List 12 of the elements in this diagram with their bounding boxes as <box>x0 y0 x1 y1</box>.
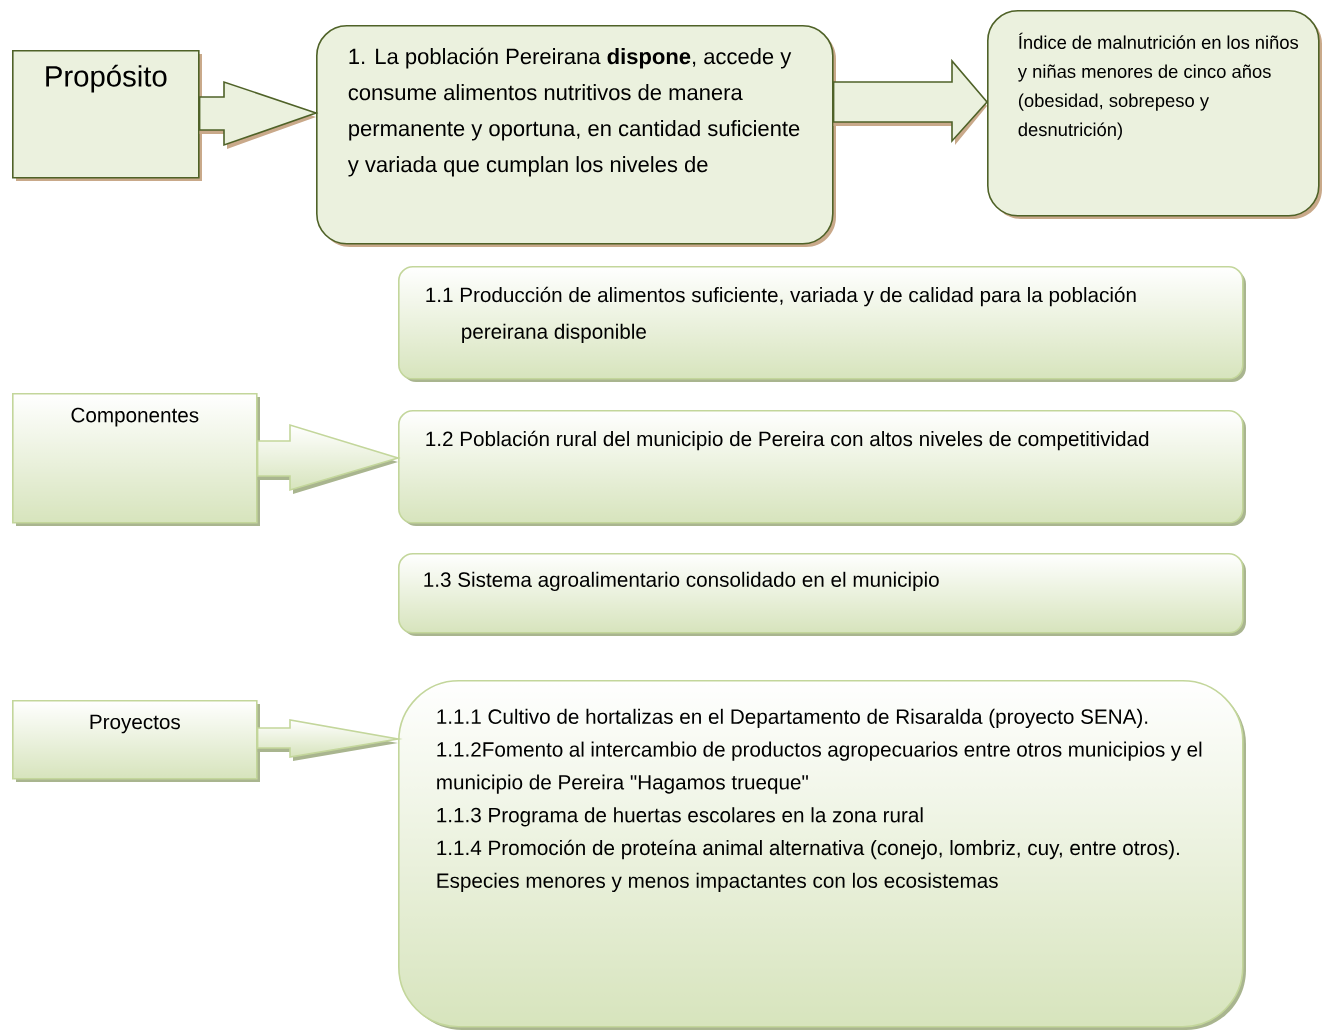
rounded-box: 1.1 Producción de alimentos suficiente, variada y de calidad para la población pereirana disponible <box>398 266 1246 382</box>
callout-box: Propósito <box>12 50 202 181</box>
block-arrow <box>198 80 319 149</box>
callout-box: Componentes <box>12 393 260 526</box>
rounded-box: 1. La población Pereirana dispone, accede y consume alimentos nutritivos de manera permanente y oportuna, en cantidad suficiente y variada que cumplan los niveles de <box>316 25 836 247</box>
rounded-box: 1.1.1 Cultivo de hortalizas en el Departamento de Risaralda (proyecto SENA). 1.1.2Fomento al intercambio de productos agropecuarios entre otros municipios y el municipio de Pereira "Hagamos trueque" 1.1.3 Programa de huertas escolares en la zona rural 1.1.4 Promoción de proteína animal alternativa (conejo, lombriz, cuy, entre otros). Especies menores y menos impactantes con los ecosistemas <box>398 680 1246 1030</box>
rounded-box: 1.3 Sistema agroalimentario consolidado en el municipio <box>398 553 1246 636</box>
rounded-box: Índice de malnutrición en los niños y niñas menores de cinco años (obesidad, sobrepeso y desnutrición) <box>987 10 1322 219</box>
callout-box: Proyectos <box>12 700 260 782</box>
block-arrow <box>832 58 989 145</box>
block-arrow <box>256 423 401 494</box>
block-arrow <box>256 719 403 761</box>
